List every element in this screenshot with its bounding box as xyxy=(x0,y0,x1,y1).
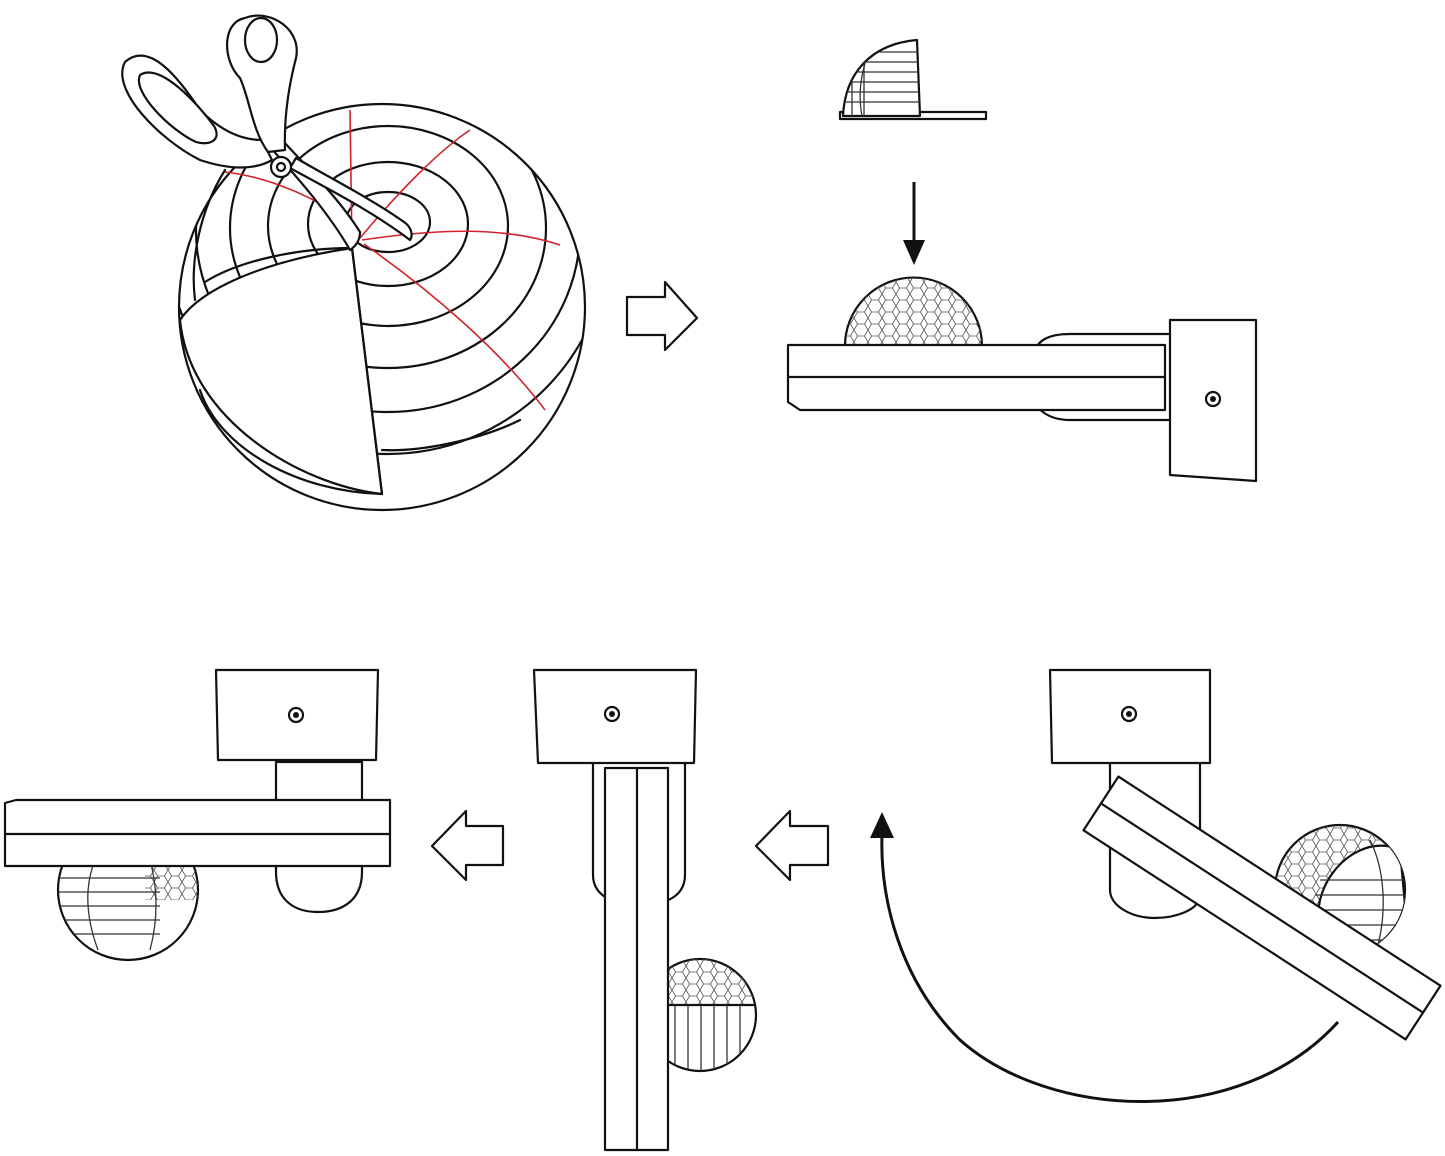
rotate-arrow-icon xyxy=(870,812,1340,1103)
step-fit-mask-on-lens xyxy=(786,38,1258,483)
step-cut-lens-mask xyxy=(121,14,587,512)
lens-mask-piece xyxy=(838,38,988,121)
arrow-left-icon-2 xyxy=(430,809,505,882)
step-sensor-flipped xyxy=(3,668,392,962)
arrow-left-icon xyxy=(754,809,830,882)
step-rotate-sensor xyxy=(870,668,1442,1103)
arrow-right-icon xyxy=(625,280,699,352)
arrow-down-icon xyxy=(903,182,925,265)
step-sensor-vertical xyxy=(532,668,758,1152)
scissors-icon xyxy=(121,14,413,252)
lens-mask-sphere xyxy=(177,102,587,512)
sensor-assembly-horizontal xyxy=(786,276,1258,483)
